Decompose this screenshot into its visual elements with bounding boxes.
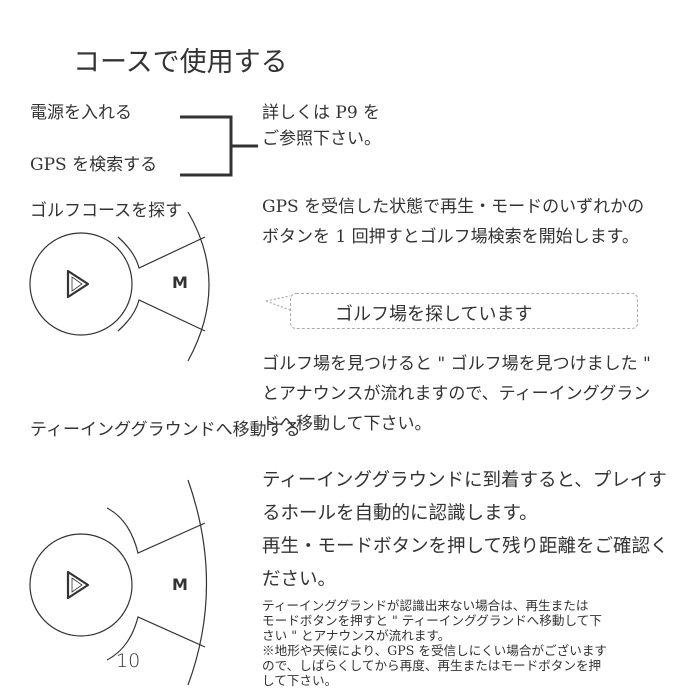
text-line: ので、しばらくしてから再度、再生またはモードボタンを押 [262,658,602,673]
page-number: 10 [116,650,141,672]
text-line: GPS を受信した状態で再生・モードのいずれかの [262,197,645,217]
tee-paragraph: ティーインググラウンドに到着すると、プレイす るホールを自動的に認識します。 再… [262,464,668,596]
found-course-paragraph: ゴルフ場を見つけると " ゴルフ場を見つけました " とアナウンスが流れますので… [262,349,651,439]
reference-line-2: ご参照下さい。 [262,129,381,149]
mode-button-label: M [172,273,188,292]
step-power-on: 電源を入れる [30,103,132,123]
text-line: ださい。 [262,569,337,590]
bubble-tail [265,295,291,311]
page-title: コースで使用する [73,47,288,78]
announcement-bubble: ゴルフ場を探しています [290,293,638,329]
text-line: ※地形や天候により、GPS を受信しにくい場合がございます [262,643,608,658]
text-line: ティーインググラウンドに到着すると、プレイす [262,470,667,491]
text-line: して下さい。 [262,673,338,688]
tee-note: ティーインググランドが認識出来ない場合は、再生または モードボタンを押すと " … [262,598,607,688]
bubble-text: ゴルフ場を探しています [335,304,533,325]
text-line: ゴルフ場を見つけると " ゴルフ場を見つけました " [262,354,651,374]
mode-button-label: M [172,575,188,594]
text-line: るホールを自動的に認識します。 [262,503,538,524]
find-course-paragraph: GPS を受信した状態で再生・モードのいずれかの ボタンを 1 回押すとゴルフ場… [262,192,644,252]
device-buttons-illustration-1 [29,211,210,362]
text-line: モードボタンを押すと " ティーインググランドへ移動して下 [262,613,602,628]
text-line: ボタンを 1 回押すとゴルフ場検索を開始します。 [262,227,639,247]
section-heading-move-tee: ティーインググラウンドへ移動する [30,420,301,440]
text-line: ティーインググランドが認識出来ない場合は、再生または [262,598,589,613]
reference-line-1: 詳しくは P9 を [262,103,381,123]
step-gps-search: GPS を検索する [30,155,158,175]
text-line: ドへ移動して下さい。 [262,414,432,434]
bracket-connector [180,115,258,177]
text-line: さい " とアナウンスが流れます。 [262,628,451,643]
device-buttons-illustration-2 [29,479,208,686]
text-line: とアナウンスが流れますので、ティーインググラン [262,384,651,404]
text-line: 再生・モードボタンを押して残り距離をご確認く [262,536,669,557]
section-heading-find-course: ゴルフコースを探す [30,201,183,221]
